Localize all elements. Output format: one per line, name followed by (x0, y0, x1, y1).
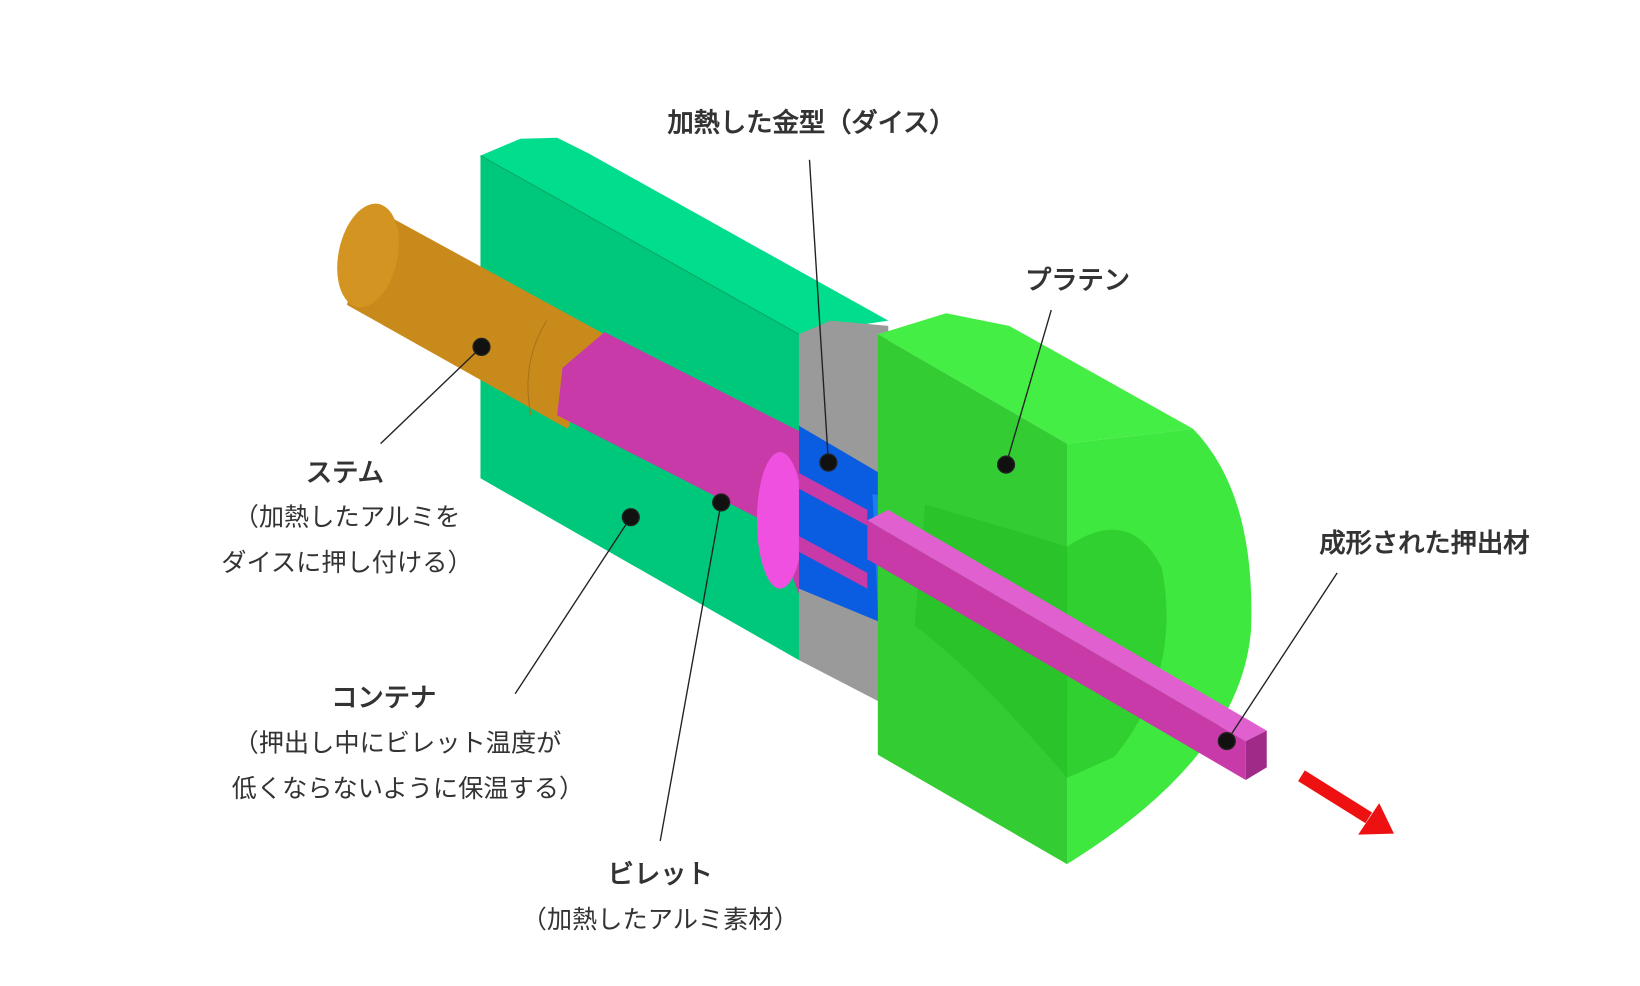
leader-lines (380, 159, 1338, 842)
extrudate-label: 成形された押出材 (1319, 529, 1529, 559)
container-description: 低くならないように保温する） (232, 774, 585, 803)
billet-description: （加熱したアルミ素材） (522, 905, 799, 934)
stem-description: ダイスに押し付ける） (221, 548, 472, 577)
stem-description: （加熱したアルミを (234, 503, 461, 532)
platen-label: プラテン (1025, 266, 1130, 296)
billet (557, 332, 804, 594)
container-label: コンテナ (331, 683, 436, 713)
direction-arrow-icon (1298, 770, 1394, 835)
stem (337, 203, 605, 429)
container-description: （押出し中にビレット温度が (234, 729, 562, 758)
extruded-profile (867, 509, 1267, 780)
die-label: 加熱した金型（ダイス） (668, 107, 956, 138)
stem-label: ステム (306, 458, 384, 488)
billet-label: ビレット (608, 860, 713, 890)
